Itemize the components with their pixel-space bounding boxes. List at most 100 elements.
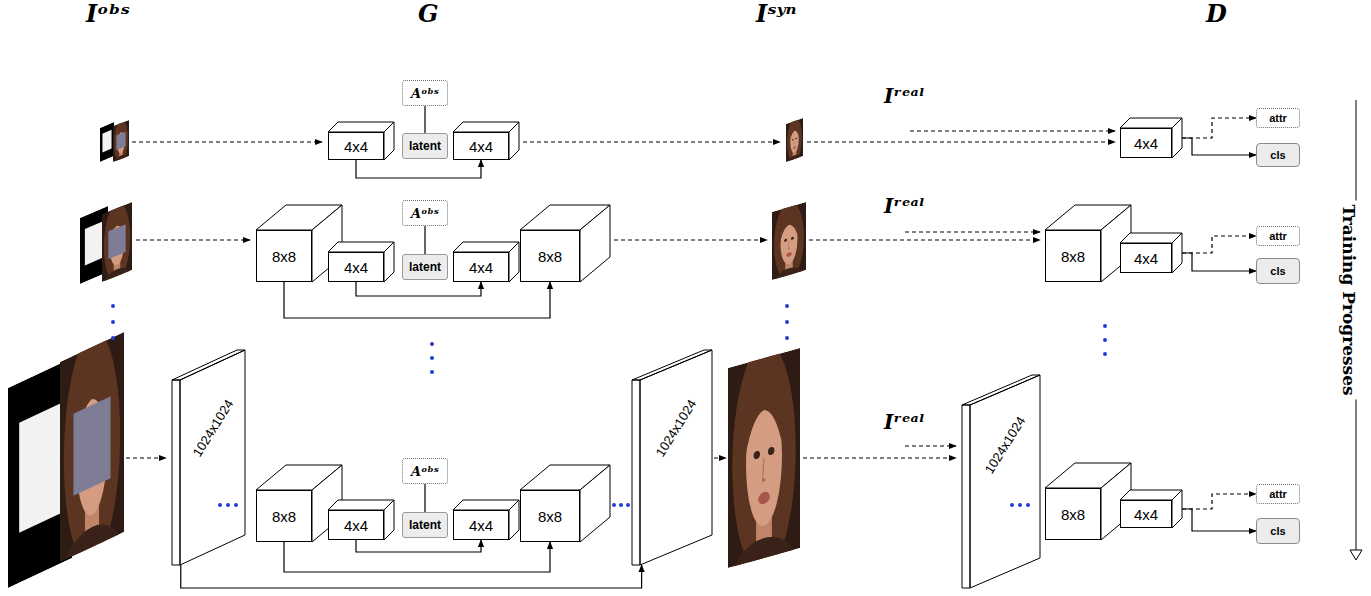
dashed-arrow [132, 141, 322, 142]
column-header: D [1206, 0, 1227, 29]
feature-block: 4x4 [1120, 500, 1172, 528]
dashed-arrow [523, 141, 780, 142]
latent-box: latent [402, 254, 448, 280]
box-label: 8x8 [538, 508, 562, 525]
ellipsis-dot [619, 503, 623, 507]
slab-face [970, 375, 1040, 588]
feature-block: 8x8 [1045, 230, 1101, 282]
feature-block: 8x8 [520, 490, 580, 542]
output-box: attr [1256, 484, 1300, 504]
dashed-arrow [614, 239, 767, 240]
feature-block: 4x4 [453, 510, 509, 540]
box-label: attr [1269, 112, 1287, 124]
synthesized-face [786, 115, 803, 175]
box-label: Aᵒᵇˢ [411, 86, 439, 101]
feature-block: 4x4 [1120, 128, 1172, 158]
feature-block: 4x4 [328, 510, 384, 540]
box-label: attr [1269, 488, 1287, 500]
ellipsis-dot [234, 503, 238, 507]
skip-connection [181, 565, 642, 588]
block-face [1172, 118, 1182, 158]
box-label: latent [409, 139, 441, 153]
output-box: cls [1256, 258, 1300, 284]
slab-face [632, 380, 640, 565]
feature-block: 4x4 [328, 252, 384, 282]
latent-box: latent [402, 133, 448, 159]
ellipsis-dot [1010, 503, 1014, 507]
feature-slab: 1024x1024 [632, 350, 712, 565]
resolution-label: 1024x1024 [189, 397, 236, 460]
box-label: cls [1270, 149, 1285, 161]
output-branch [1182, 253, 1256, 271]
block-face [509, 242, 519, 282]
feature-block: 4x4 [328, 132, 384, 160]
input-label: Iʳᵉᵃˡ [884, 194, 925, 218]
block-face [384, 242, 394, 282]
block-face [509, 122, 519, 160]
block-face [453, 500, 519, 510]
box-label: 4x4 [344, 138, 368, 155]
ellipsis-dot [111, 304, 115, 308]
input-images [8, 117, 132, 596]
box-label: 8x8 [1061, 248, 1085, 265]
box-label: 8x8 [538, 248, 562, 265]
slab-faces [172, 350, 245, 565]
feature-slab: 1024x1024 [172, 350, 245, 565]
box-label: attr [1269, 230, 1287, 242]
feature-block: 4x4 [453, 252, 509, 282]
ellipsis-dot [430, 342, 434, 346]
block-face [384, 500, 394, 540]
block-face [580, 205, 610, 282]
slab-face [172, 380, 180, 565]
block-face [509, 500, 519, 540]
box-label: latent [409, 260, 441, 274]
occluded-face [113, 117, 129, 174]
skip-connection [356, 282, 481, 296]
skip-connection [356, 540, 481, 552]
output-branch [1182, 509, 1256, 531]
output-branch [1182, 494, 1256, 509]
ellipsis-dot [612, 503, 616, 507]
box-label: 4x4 [344, 259, 368, 276]
skip-connection [284, 282, 550, 318]
ellipsis-dot [785, 320, 789, 324]
ellipsis-dot [626, 503, 630, 507]
ellipsis-dot [1103, 352, 1107, 356]
dashed-arrow [803, 457, 956, 458]
feature-slab: 1024x1024 [962, 375, 1040, 588]
box-label: 4x4 [1134, 250, 1158, 267]
box-label: cls [1270, 265, 1285, 277]
output-branch [1182, 118, 1256, 138]
slab-face [172, 350, 245, 380]
feature-block: 8x8 [520, 230, 580, 282]
box-label: 4x4 [1134, 506, 1158, 523]
slab-face [180, 350, 245, 565]
feature-block: 8x8 [1045, 488, 1101, 540]
box-label: 8x8 [1061, 506, 1085, 523]
box-label: 8x8 [272, 508, 296, 525]
latent-box: latent [402, 512, 448, 538]
ellipsis-dot [226, 503, 230, 507]
synthesized-images [728, 115, 806, 596]
block-face [384, 122, 394, 160]
slab-face [640, 350, 712, 565]
block-face [1172, 490, 1182, 528]
attribute-box: Aᵒᵇˢ [402, 458, 448, 484]
ellipsis-dot [111, 320, 115, 324]
dashed-arrow [136, 239, 250, 240]
dashed-arrow [126, 457, 166, 458]
box-label: latent [409, 518, 441, 532]
condition-line [424, 484, 425, 512]
dashed-arrow [807, 141, 1115, 142]
box-label: Aᵒᵇˢ [411, 464, 439, 479]
block-face [1120, 233, 1182, 243]
box-label: cls [1270, 525, 1285, 537]
box-label: Aᵒᵇˢ [411, 206, 439, 221]
block-face [328, 500, 394, 510]
condition-line [424, 106, 425, 133]
data-flow-arrows [126, 131, 1115, 458]
ellipsis-dot [1026, 503, 1030, 507]
occluded-face [102, 197, 132, 306]
resolution-label: 1024x1024 [982, 414, 1029, 477]
